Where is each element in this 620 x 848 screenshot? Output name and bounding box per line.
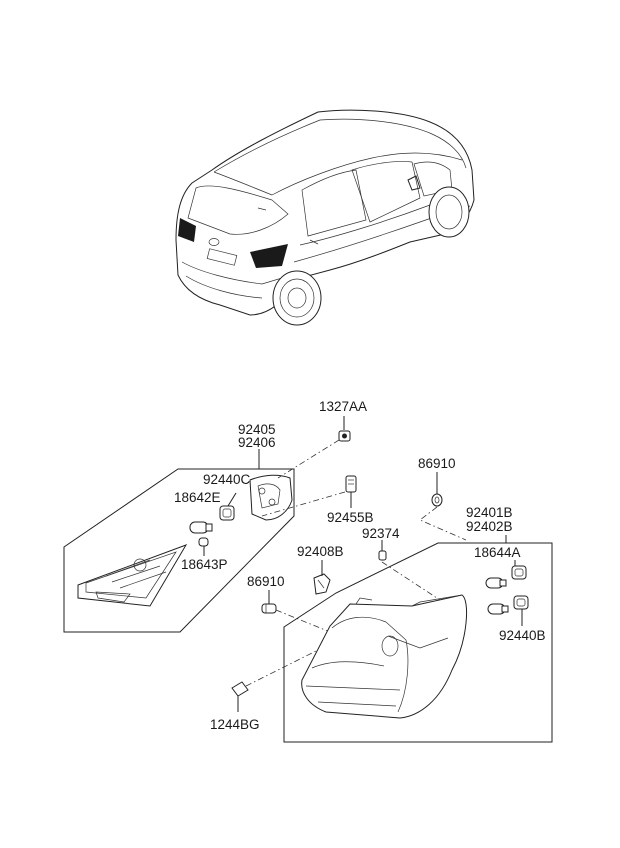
inner-lamp-gasket xyxy=(249,474,293,521)
label-92402b: 92402B xyxy=(466,519,513,534)
clip-92408b xyxy=(313,560,331,595)
vehicle-illustration xyxy=(175,109,475,326)
label-92440c: 92440C xyxy=(203,472,251,487)
label-86910-upper: 86910 xyxy=(418,456,456,471)
center-fasteners xyxy=(231,472,467,712)
label-18643p: 18643P xyxy=(181,557,228,572)
label-92374: 92374 xyxy=(362,526,400,541)
outer-lamp-assembly-group xyxy=(283,535,553,743)
label-18644a: 18644A xyxy=(474,545,521,560)
inner-lamp-frame xyxy=(63,468,295,633)
label-92401b: 92401B xyxy=(466,505,513,520)
bulb-18642e xyxy=(189,521,213,534)
clip-92455b xyxy=(345,475,357,508)
outer-lamp-lens xyxy=(301,594,468,719)
grommet-86910-upper xyxy=(431,472,443,507)
label-92455b: 92455B xyxy=(327,510,374,525)
label-92406: 92406 xyxy=(238,435,276,450)
inner-lamp-lens xyxy=(77,544,188,607)
label-92440b: 92440B xyxy=(499,628,546,643)
tail-lamp-right-highlight xyxy=(250,244,288,268)
part-labels: 1327AA 92405 92406 92440C 18642E 18643P … xyxy=(174,399,546,732)
bulb-18643p xyxy=(198,537,209,556)
outer-lamp-frame xyxy=(283,542,553,743)
label-18642e: 18642E xyxy=(174,490,221,505)
tail-lamp-left-highlight xyxy=(178,218,196,242)
screw-92374 xyxy=(378,540,387,561)
nut-1327aa xyxy=(338,416,351,442)
label-1244bg: 1244BG xyxy=(210,717,260,732)
socket-92440b xyxy=(487,595,529,626)
grommet-86910-lower xyxy=(261,590,277,614)
label-92405: 92405 xyxy=(238,422,276,437)
label-86910-lower: 86910 xyxy=(247,574,285,589)
label-1327aa: 1327AA xyxy=(319,399,367,414)
socket-92440c xyxy=(219,492,237,521)
screw-1244bg xyxy=(231,681,249,712)
label-92408b: 92408B xyxy=(297,544,344,559)
inner-lamp-assembly-group xyxy=(63,416,351,633)
bulb-18644a xyxy=(485,560,527,589)
